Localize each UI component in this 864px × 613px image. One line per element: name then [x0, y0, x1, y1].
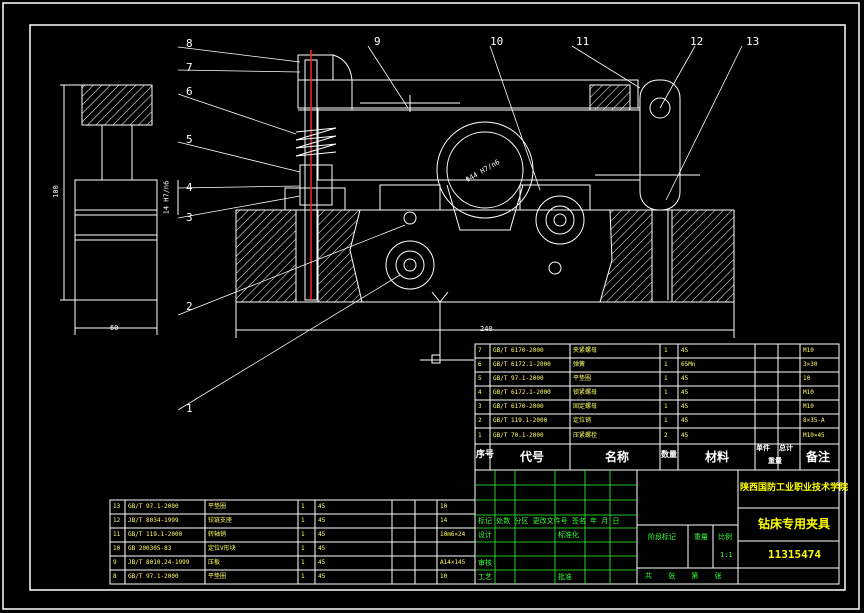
callout-9: 9 — [374, 35, 381, 48]
bom-row: 7 — [478, 347, 482, 354]
dim-width-left: 60 — [110, 324, 119, 332]
title-scale: 1:1 — [720, 551, 733, 559]
bom-right-grid — [474, 343, 840, 471]
bom-row: 8 — [113, 573, 117, 580]
bom-header-qty: 数量 — [661, 450, 677, 459]
leader-lines — [177, 45, 743, 411]
callout-13: 13 — [746, 35, 760, 48]
title-review: 审核 — [478, 559, 492, 567]
title-scale-label: 比例 — [718, 533, 732, 541]
bom-left-grid — [109, 499, 476, 585]
title-weight: 重量 — [694, 533, 708, 541]
callout-8: 8 — [186, 37, 193, 50]
callout-6: 6 — [186, 85, 193, 98]
bom-row: 9 — [113, 559, 117, 566]
bom-header-name: 名称 — [605, 450, 630, 464]
bom-header-material: 材料 — [705, 450, 730, 464]
front-view — [235, 50, 735, 364]
bom-header-code: 代号 — [520, 450, 545, 464]
callout-4: 4 — [186, 181, 193, 194]
side-view — [60, 84, 179, 335]
title-process: 工艺 — [478, 573, 492, 581]
callout-2: 2 — [186, 300, 193, 313]
callout-5: 5 — [186, 133, 193, 146]
bom-row: 12 — [113, 517, 121, 524]
bom-row: 11 — [113, 531, 121, 538]
title-drawing-no: 11315474 — [768, 548, 821, 561]
bom-header-weight: 重量 — [768, 457, 782, 465]
bom-row: 5 — [478, 375, 482, 382]
dim-base-length: 240 — [480, 325, 493, 333]
title-school: 陕西国防工业职业技术学院 — [740, 483, 849, 493]
bom-row: 10 — [113, 545, 121, 552]
bom-row: 2 — [478, 417, 482, 424]
dim-height-left: 100 — [51, 185, 60, 198]
dim-pin-fit: 14 H7/n6 — [162, 180, 171, 215]
title-sheets: 共 张 第 张 — [645, 572, 728, 580]
bom-row: 6 — [478, 361, 482, 368]
bom-header-unit: 单件 — [756, 444, 770, 452]
title-header-row: 标记 处数 分区 更改文件号 签名 年 月 日 — [478, 517, 620, 525]
bom-header-total: 总计 — [779, 444, 793, 452]
title-block-grid — [474, 469, 840, 585]
bom-row: 13 — [113, 503, 121, 510]
bom-row: 1 — [478, 432, 482, 439]
bom-header-no: 序号 — [476, 450, 495, 460]
title-design: 设计 — [478, 531, 492, 539]
callout-10: 10 — [490, 35, 504, 48]
bom-row: 3 — [478, 403, 482, 410]
callout-1: 1 — [186, 402, 193, 415]
callout-12: 12 — [690, 35, 704, 48]
title-approve: 批准 — [558, 573, 572, 581]
bom-header-remark: 备注 — [806, 450, 831, 464]
title-standardize: 标准化 — [558, 531, 579, 539]
inner-frame — [29, 24, 846, 591]
callout-3: 3 — [186, 211, 193, 224]
title-stage-mark: 阶段标记 — [648, 533, 676, 541]
callout-11: 11 — [576, 35, 590, 48]
title-block-green-grid — [475, 470, 637, 584]
bom-row: 4 — [478, 389, 482, 396]
callout-7: 7 — [186, 61, 193, 74]
title-drawing-name: 钻床专用夹具 — [758, 517, 831, 531]
